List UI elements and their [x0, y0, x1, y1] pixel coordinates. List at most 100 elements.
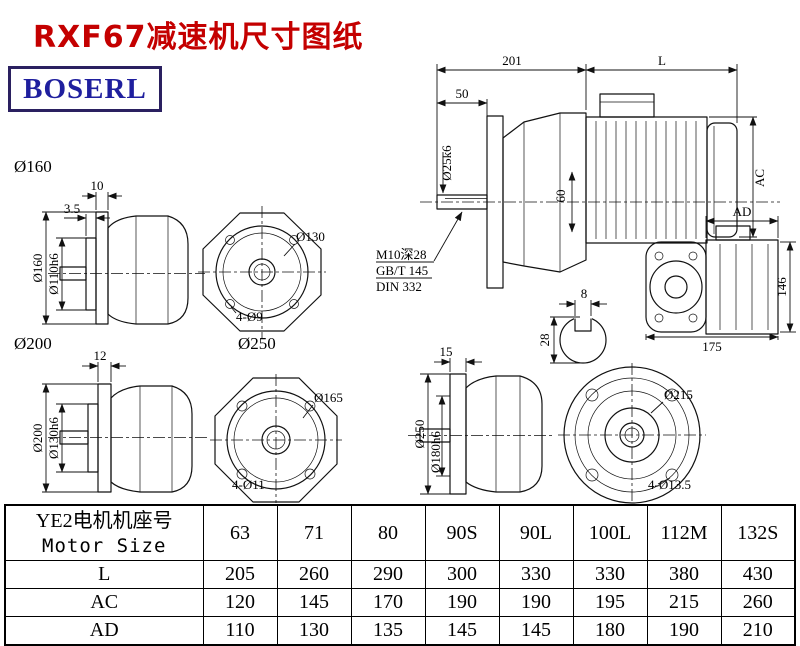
table-row-AD: AD 110 130 135 145 145 180 190 210 [4, 616, 796, 646]
flange160-side-view: 10 3.5 Ø160 Ø110h6 [30, 178, 205, 325]
row-label: AD [4, 616, 204, 646]
dim-AD-label: AD [733, 204, 752, 219]
table-cell: 135 [350, 616, 426, 646]
bolt-hole [665, 468, 679, 482]
table-cell: 195 [572, 588, 648, 617]
table-cell: 145 [276, 588, 352, 617]
dim-28-label: 28 [537, 334, 552, 347]
table-cell: 300 [424, 560, 500, 589]
housing-200 [110, 385, 193, 493]
dim-key-8-label: 8 [581, 286, 588, 301]
spigot-200 [87, 403, 99, 473]
dim-d200-label: Ø200 [30, 424, 45, 453]
table-row-L: L 205 260 290 300 330 330 380 430 [4, 560, 796, 589]
housing-250 [465, 375, 543, 493]
technical-drawing-canvas: Ø160 Ø200 Ø250 201 L [14, 53, 796, 504]
holes-4d11-label: 4-Ø11 [232, 477, 265, 492]
flange200-front-view: Ø165 4-Ø11 [210, 374, 343, 503]
bolt-circle-130-label: Ø130 [296, 229, 325, 244]
bolt-hole [225, 299, 235, 309]
motor-size-header-cell: YE2电机机座号 Motor Size [4, 504, 204, 561]
table-cell: 205 [202, 560, 278, 589]
note-gbt145-label: GB/T 145 [376, 263, 428, 278]
motor-size-header-cn: YE2电机机座号 [35, 510, 173, 532]
flange-160-label: Ø160 [14, 157, 52, 176]
boserl-logo: BOSERL [8, 66, 162, 112]
table-cell: 190 [646, 616, 722, 646]
flange250-front-view: Ø215 4-Ø13.5 [558, 363, 706, 504]
table-header-row: YE2电机机座号 Motor Size 63 71 80 90S 90L 100… [4, 504, 796, 561]
holes-4d9-label: 4-Ø9 [236, 309, 263, 324]
table-cell: 110 [202, 616, 278, 646]
dim-d110h6-label: Ø110h6 [46, 253, 61, 295]
holes-4d13-5-label: 4-Ø13.5 [648, 477, 691, 492]
flange-200 [97, 383, 112, 493]
dimension-table: YE2电机机座号 Motor Size 63 71 80 90S 90L 100… [4, 504, 796, 646]
gear-housing [502, 112, 587, 273]
table-cell: 330 [498, 560, 574, 589]
bolt-hole [289, 299, 299, 309]
flange-200-label: Ø200 [14, 334, 52, 353]
bolt-hole [304, 400, 316, 412]
dim-60-label: 60 [553, 190, 568, 203]
table-cell: 145 [498, 616, 574, 646]
main-assembly-view: 201 L 50 Ø25k6 60 AC M10深28 GB/T 145 DIN… [376, 53, 780, 294]
table-cell: 71 [276, 504, 352, 561]
table-row-AC: AC 120 145 170 190 190 195 215 260 [4, 588, 796, 617]
flange200-side-view: 12 Ø200 Ø130h6 [30, 348, 210, 493]
table-cell: 145 [424, 616, 500, 646]
flange160-front-view: Ø130 4-Ø9 [198, 206, 326, 338]
table-cell: 120 [202, 588, 278, 617]
table-cell: 90L [498, 504, 574, 561]
fan-cover [706, 122, 738, 238]
table-cell: 190 [424, 588, 500, 617]
dim-d250-label: Ø250 [412, 420, 427, 449]
bolt-hole [236, 400, 248, 412]
keyway-slot [574, 318, 592, 332]
table-cell: 290 [350, 560, 426, 589]
page-title: RXF67减速机尺寸图纸 [33, 20, 364, 55]
dim-201-label: 201 [502, 53, 522, 68]
table-cell: 380 [646, 560, 722, 589]
motor-size-header-en: Motor Size [42, 535, 167, 557]
table-cell: 100L [572, 504, 648, 561]
dim-d160-label: Ø160 [30, 254, 45, 283]
table-cell: 63 [202, 504, 278, 561]
bolt-circle-215-label: Ø215 [664, 387, 693, 402]
dim-10-label: 10 [91, 178, 104, 193]
bolt-hole [304, 468, 316, 480]
terminal-box [599, 93, 655, 118]
dim-146-label: 146 [774, 277, 789, 297]
row-label: AC [4, 588, 204, 617]
flange-160 [95, 211, 109, 325]
table-cell: 80 [350, 504, 426, 561]
table-cell: 260 [276, 560, 352, 589]
flange-contour-200 [214, 377, 338, 503]
bolt-hole [236, 468, 248, 480]
row-label: L [4, 560, 204, 589]
spigot-160 [85, 237, 97, 311]
table-cell: 190 [498, 588, 574, 617]
motor-silhouette [705, 239, 779, 335]
housing-160 [107, 215, 189, 325]
dim-15-label: 15 [440, 344, 453, 359]
motor-fins [595, 121, 697, 239]
shaft-key-section-view: 8 28 [537, 286, 607, 364]
bolt-hole [665, 388, 679, 402]
dim-d130h6-label: Ø130h6 [46, 417, 61, 459]
right-side-view: AD 146 175 [645, 204, 796, 354]
table-cell: 90S [424, 504, 500, 561]
bolt-hole [585, 468, 599, 482]
dim-AC-label: AC [752, 169, 767, 187]
dim-12-label: 12 [94, 348, 107, 363]
dim-50-label: 50 [456, 86, 469, 101]
dim-L-label: L [658, 53, 666, 68]
dim-shaft-dia-label: Ø25k6 [439, 145, 454, 181]
dim-d180h6-label: Ø180h6 [428, 431, 443, 473]
bolt-circle-165-label: Ø165 [314, 390, 343, 405]
flange-contour-160 [202, 212, 322, 332]
note-thread-label: M10深28 [376, 247, 427, 262]
table-cell: 170 [350, 588, 426, 617]
terminal-box-side [715, 225, 751, 241]
